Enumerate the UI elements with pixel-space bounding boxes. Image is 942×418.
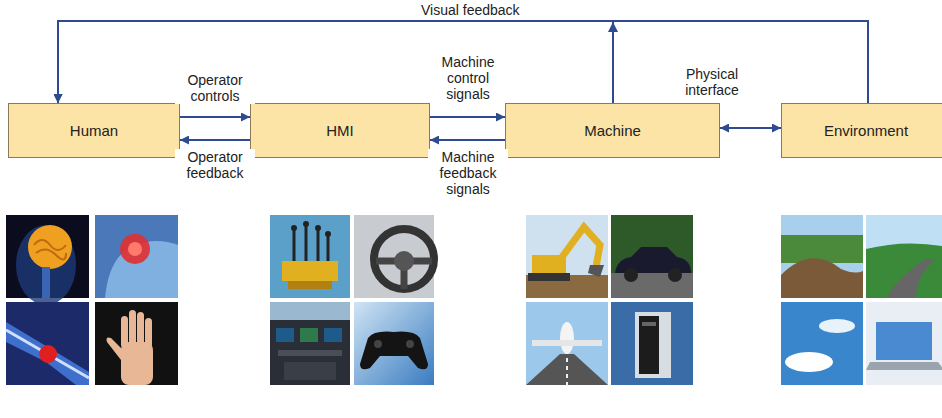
connector-line [180, 116, 250, 118]
signal-arrow [430, 140, 505, 141]
box-label: Machine [584, 122, 641, 140]
hand-photo [95, 302, 178, 385]
box-label: HMI [326, 122, 354, 140]
dirt-photo [781, 215, 863, 298]
process-box: Machine [505, 103, 720, 158]
signal-label: Operator controls [175, 72, 255, 104]
computer-photo [611, 302, 693, 385]
signal-label: Operator feedback [175, 149, 255, 181]
cockpit-photo [270, 302, 350, 385]
joystick-photo [270, 215, 350, 298]
connector-line [430, 116, 505, 118]
connector-line [180, 139, 250, 141]
signal-label: Physical interface [672, 66, 752, 98]
road-photo [866, 215, 942, 298]
signal-label: Machine feedback signals [428, 149, 508, 197]
junction-arrowhead [608, 22, 618, 32]
laptop-photo [866, 302, 942, 385]
process-box: Human [8, 103, 180, 158]
signal-label: Machine control signals [428, 54, 508, 102]
gamepad-photo [354, 302, 434, 385]
box-label: Environment [824, 122, 908, 140]
car-photo [611, 215, 693, 298]
excavator-photo [526, 215, 608, 298]
signal-arrow [720, 128, 781, 129]
brain-photo [6, 215, 89, 305]
connector-line [430, 139, 505, 141]
signal-label: Visual feedback [418, 2, 523, 18]
shoulder-photo [95, 215, 178, 298]
signal-arrow [58, 21, 868, 103]
steering-wheel-photo [354, 215, 434, 298]
connector-line [720, 127, 781, 129]
signal-arrow [180, 117, 250, 118]
limb-photo [6, 302, 89, 385]
airplane-photo [526, 302, 608, 385]
signal-arrow [58, 21, 618, 103]
signal-arrow [180, 140, 250, 141]
box-label: Human [70, 122, 118, 140]
signal-arrow [430, 117, 505, 118]
connector-line [58, 21, 613, 103]
process-box: HMI [250, 103, 430, 158]
sky-photo [781, 302, 863, 385]
process-box: Environment [781, 103, 942, 158]
connector-line [58, 21, 868, 103]
